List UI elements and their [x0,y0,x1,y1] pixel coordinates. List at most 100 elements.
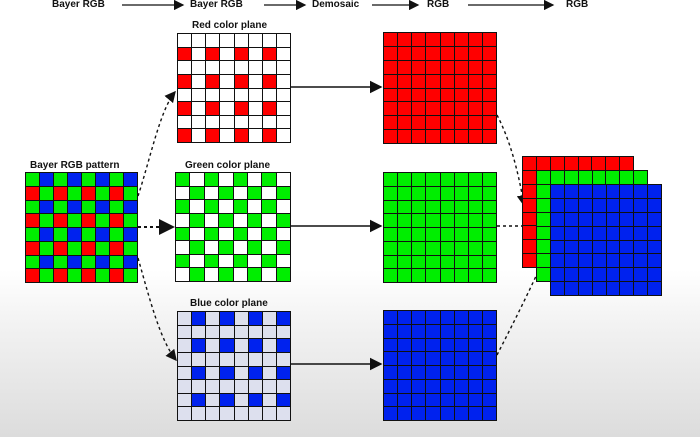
grid-cell [620,212,634,226]
grid-cell [234,366,248,380]
grid-cell [440,173,454,186]
grid-cell [247,241,262,254]
grid-cell [398,130,412,143]
grid-cell [523,212,536,226]
grid-cell [206,393,220,407]
grid-cell [233,173,247,186]
grid-cell [82,255,95,269]
grid-cell [454,74,468,88]
arrow-pattern-to-red [137,90,176,197]
grid-cell [384,352,398,365]
arrow-red-to-stack [496,114,528,207]
grid-cell [262,47,276,61]
grid-cell [578,268,592,282]
grid-cell [82,241,95,255]
grid-cell [454,255,468,269]
grid-cell [468,311,482,324]
green-plane-grid [175,172,291,282]
grid-cell [537,268,550,281]
grid-cell [233,268,247,281]
grid-cell [537,254,550,268]
grid-cell [592,282,606,295]
grid-cell [523,157,536,170]
grid-cell [550,171,564,184]
grid-cell [398,407,412,420]
grid-cell [234,47,248,61]
grid-cell [398,352,412,365]
grid-cell [68,200,81,214]
grid-cell [26,214,39,227]
grid-cell [248,366,262,380]
grid-cell [219,254,233,268]
grid-cell [537,198,550,212]
grid-cell [398,116,412,130]
grid-cell [384,46,398,60]
grid-cell [82,186,95,200]
grid-cell [206,74,220,88]
grid-cell [426,88,440,102]
grid-cell [40,186,53,200]
grid-cell [578,185,592,198]
grid-cell [234,102,248,115]
grid-cell [248,47,262,61]
grid-cell [206,325,220,339]
grid-cell [482,269,496,282]
grid-cell [468,241,482,255]
grid-cell [564,240,578,254]
grid-cell [412,130,426,143]
grid-cell [178,325,192,339]
grid-cell [204,227,219,241]
grid-cell [248,34,262,47]
grid-cell [592,268,606,282]
grid-cell [468,338,482,352]
grid-cell [276,366,290,380]
red-plane-label: Red color plane [192,20,268,31]
grid-cell [54,241,67,255]
grid-cell [398,214,412,227]
grid-cell [276,241,290,254]
grid-cell [248,88,262,102]
grid-cell [178,366,192,380]
grid-cell [233,186,247,200]
grid-cell [412,393,426,407]
grid-cell [262,102,276,115]
grid-cell [110,241,123,255]
grid-cell [592,240,606,254]
grid-cell [234,115,248,129]
grid-cell [204,241,219,254]
grid-cell [468,407,482,420]
grid-cell [54,255,67,269]
grid-cell [262,74,276,88]
grid-cell [551,212,564,226]
grid-cell [276,186,290,200]
grid-cell [634,171,647,184]
grid-cell [384,311,398,324]
grid-cell [219,227,233,241]
grid-cell [564,226,578,240]
grid-cell [454,407,468,420]
grid-cell [412,46,426,60]
grid-cell [190,241,204,254]
grid-cell [262,325,276,339]
grid-cell [190,213,204,227]
grid-cell [648,240,661,254]
grid-cell [248,407,262,420]
grid-cell [96,186,109,200]
grid-cell [482,88,496,102]
grid-cell [110,186,123,200]
grid-cell [124,255,137,269]
grid-cell [454,33,468,46]
grid-cell [248,312,262,325]
grid-cell [523,198,536,212]
grid-cell [262,186,276,200]
grid-cell [82,173,95,186]
grid-cell [592,212,606,226]
header-demosaic: Demosaic [312,0,360,10]
grid-cell [482,228,496,241]
grid-cell [190,254,204,268]
grid-cell [426,228,440,241]
grid-cell [440,269,454,282]
grid-cell [454,102,468,116]
grid-cell [482,407,496,420]
grid-cell [384,393,398,407]
